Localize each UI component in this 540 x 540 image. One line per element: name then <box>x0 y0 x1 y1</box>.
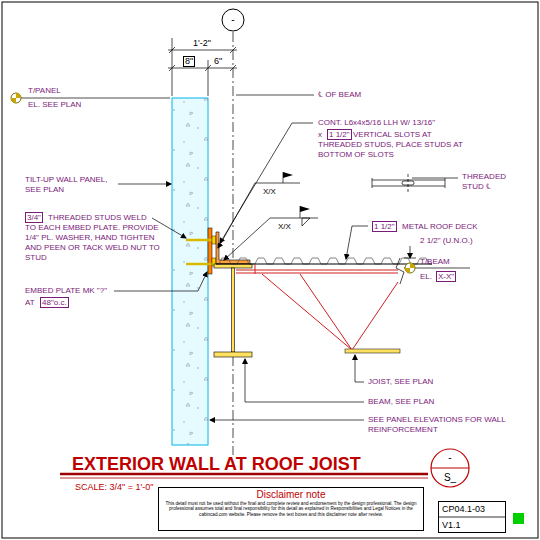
annotation: VERTICAL SLOTS AT <box>353 130 432 140</box>
section-bubble: -S_ <box>430 448 470 488</box>
annotation: EL. SEE PLAN <box>28 100 81 110</box>
node-text: V1.1 <box>438 517 506 533</box>
annotation: x <box>318 130 322 140</box>
annotation: 2 1/2" (U.N.O.) <box>420 236 473 246</box>
node-text: - <box>430 448 470 468</box>
annotation: X/X <box>263 187 276 197</box>
boxed-value: X-X" <box>436 271 456 282</box>
sheet-id-box: CP04.1-03V1.1 <box>438 501 506 533</box>
annotation: BEAM, SEE PLAN <box>368 397 434 407</box>
annotation: EL. <box>420 272 432 282</box>
annotation: AT <box>25 298 35 308</box>
annotation: THREADED STUDS, PLACE STUDS AT BOTTOM OF… <box>318 140 468 160</box>
boxed-value: 1 1/2" <box>372 221 397 232</box>
annotation: THREADED STUDS WELD <box>48 213 147 223</box>
annotation: JOIST, SEE PLAN <box>368 377 433 387</box>
drawing-title: EXTERIOR WALL AT ROOF JOIST <box>72 454 361 474</box>
annotation: EMBED PLATE MK "?" <box>25 286 107 296</box>
annotation: X/X <box>278 222 291 232</box>
boxed-value: 8" <box>183 56 195 67</box>
node-text: S_ <box>430 468 470 488</box>
annotation: SCALE: 3/4" = 1'-0" <box>75 482 153 492</box>
node-text: Disclaimer note <box>158 489 424 501</box>
annotation: METAL ROOF DECK <box>402 222 478 232</box>
annotation: THREADED STUD ℄ <box>462 172 520 192</box>
annotation: TO EACH EMBED PLATE. PROVIDE 1/4" PL. WA… <box>25 223 165 263</box>
boxed-value: 48"o.c. <box>40 297 69 308</box>
annotation: 1'-2" <box>193 38 211 48</box>
annotation: CONT. L6x4x5/16 LLH W/ 13/16" <box>318 118 435 128</box>
boxed-value: 1 1/2" <box>327 129 352 140</box>
annotation: 6" <box>214 56 222 66</box>
boxed-value: 3/4" <box>25 212 43 223</box>
annotation: SEE PANEL ELEVATIONS FOR WALL REINFORCEM… <box>368 415 518 435</box>
node-text: CP04.1-03 <box>438 501 506 517</box>
node-text: This detail must not be used without the… <box>158 501 424 517</box>
annotation: T/PANEL <box>28 86 61 96</box>
node-text: - <box>221 8 245 32</box>
grid-bubble: - <box>221 8 245 32</box>
annotation: T/BEAM <box>420 257 450 267</box>
annotation: TILT-UP WALL PANEL, SEE PLAN <box>25 175 123 195</box>
disclaimer-box: Disclaimer noteThis detail must not be u… <box>158 487 424 531</box>
annotation: ℄ OF BEAM <box>318 90 361 100</box>
